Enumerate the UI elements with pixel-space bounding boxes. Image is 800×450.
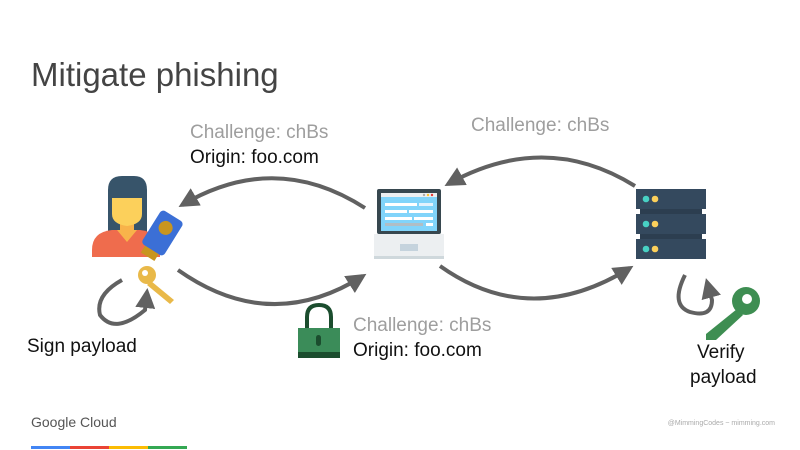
google-cloud-logo: Google Cloud <box>31 414 117 430</box>
payload-label: payload <box>690 367 757 388</box>
bottom-challenge-text: Challenge: chBs <box>353 315 492 336</box>
arrow-laptop-to-server <box>438 264 634 301</box>
sign-payload-label: Sign payload <box>27 336 137 357</box>
arrow-user-to-laptop <box>176 268 367 307</box>
laptop-icon <box>374 189 444 259</box>
arrow-laptop-to-user <box>178 176 367 210</box>
security-key-icon <box>140 210 183 261</box>
loop-sign-arrow <box>97 278 156 326</box>
credit-text: @MimmingCodes ~ mimming.com <box>667 420 775 427</box>
left-challenge-text: Challenge: chBs <box>190 122 329 143</box>
logo-bar-green <box>148 446 187 449</box>
right-challenge-text: Challenge: chBs <box>471 115 610 136</box>
logo-bar-red <box>70 446 109 449</box>
loop-verify-arrow <box>676 274 721 316</box>
key-icon-green <box>706 287 760 340</box>
slide-title: Mitigate phishing <box>31 56 279 93</box>
server-icon <box>636 189 706 259</box>
lock-icon <box>298 302 340 358</box>
left-origin-text: Origin: foo.com <box>190 147 319 168</box>
key-icon-gold <box>138 266 174 304</box>
verify-label: Verify <box>697 342 745 363</box>
logo-bar-blue <box>31 446 70 449</box>
arrow-server-to-laptop <box>444 155 637 188</box>
logo-bar-yellow <box>109 446 148 449</box>
bottom-origin-text: Origin: foo.com <box>353 340 482 361</box>
